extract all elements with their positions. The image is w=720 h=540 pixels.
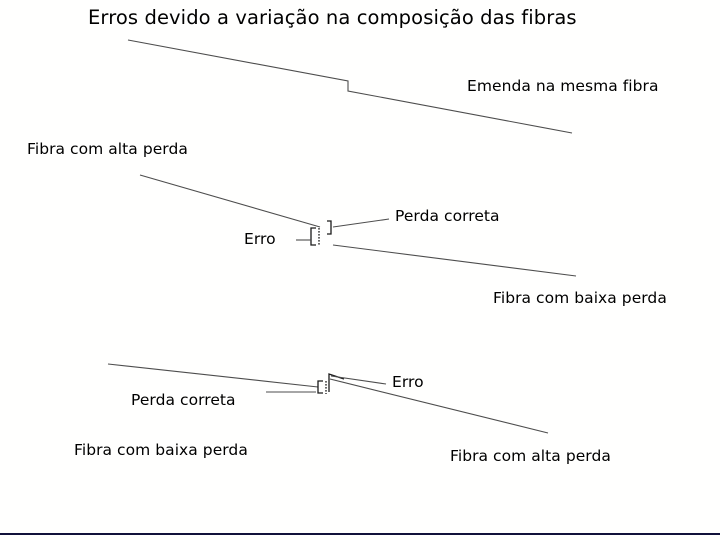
perda-correta-bracket [317,380,323,394]
trace-segment-high-loss [329,378,549,434]
label-erro-d3: Erro [392,373,424,391]
trace-segment-low-loss [107,363,319,388]
otdr-trace-with-step [127,39,573,134]
label-perda-correta-d3: Perda correta [131,391,236,409]
label-fibra-com-baixa-perda-d3: Fibra com baixa perda [74,441,248,459]
label-erro-d2: Erro [244,230,276,248]
label-fibra-com-alta-perda-d3: Fibra com alta perda [450,447,611,465]
page-title: Erros devido a variação na composição da… [88,6,577,29]
trace-segment-low-loss [332,244,577,277]
diagram1-trace [127,39,573,134]
diagram2-trace [139,174,577,277]
label-perda-correta-d2: Perda correta [395,207,500,225]
label-fibra-com-alta-perda-d2: Fibra com alta perda [27,140,188,158]
diagram3-trace [107,363,549,434]
label-fibra-com-baixa-perda-d2: Fibra com baixa perda [493,289,667,307]
label-emenda-na-mesma-fibra: Emenda na mesma fibra [467,77,659,95]
trace-segment-high-loss [139,174,321,228]
perda-correta-bracket [327,220,332,235]
erro-leader-line [330,375,387,385]
footer-divider [0,533,720,535]
perda-correta-leader-line [332,218,390,228]
erro-bracket-outer [310,227,316,246]
